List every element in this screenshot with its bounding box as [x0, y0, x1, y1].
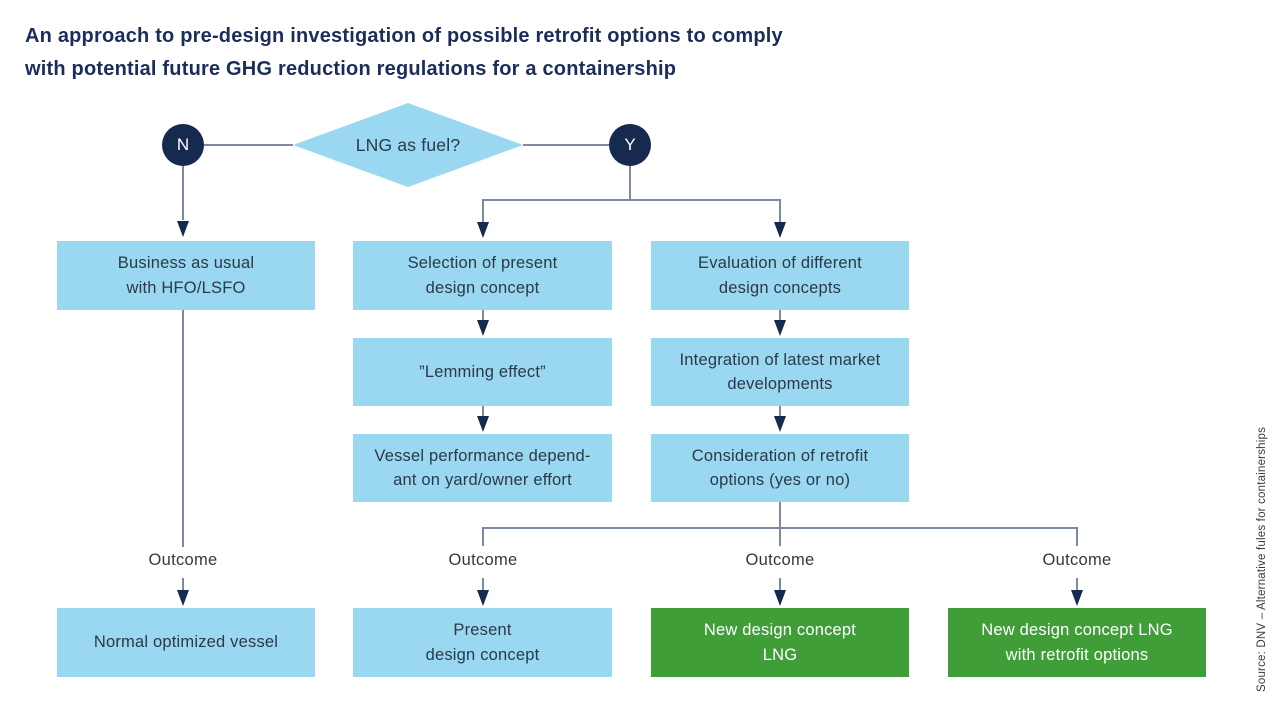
box-business-as-usual: Business as usual with HFO/LSFO	[57, 241, 315, 310]
no-node: N	[162, 124, 204, 166]
decision-question: LNG as fuel?	[355, 134, 461, 155]
decision-diamond: LNG as fuel?	[293, 103, 523, 187]
connector-line	[779, 502, 781, 546]
box-integration-market: Integration of latest market development…	[651, 338, 909, 406]
box-lemming-effect: ”Lemming effect”	[353, 338, 612, 406]
connector-line	[482, 199, 484, 222]
connector-line	[204, 144, 293, 146]
box-evaluation-design-concepts: Evaluation of different design concepts	[651, 241, 909, 310]
connector-line	[779, 578, 781, 590]
connector-line	[182, 310, 184, 547]
arrow-down-icon	[774, 320, 786, 336]
title-line-2: with potential future GHG reduction regu…	[25, 58, 677, 80]
connector-line	[482, 310, 484, 320]
connector-line	[182, 578, 184, 590]
box-outcome-new-design-lng-retrofit: New design concept LNG with retrofit opt…	[948, 608, 1206, 677]
connector-line	[1076, 527, 1078, 546]
arrow-down-icon	[477, 320, 489, 336]
connector-line	[482, 578, 484, 590]
connector-line	[182, 166, 184, 220]
connector-line	[483, 527, 1078, 529]
box-vessel-performance: Vessel performance depend- ant on yard/o…	[353, 434, 612, 502]
connector-line	[629, 166, 631, 200]
source-note: Source: DNV – Alternative fules for cont…	[1256, 426, 1268, 692]
arrow-down-icon	[1071, 590, 1083, 606]
box-outcome-present-design-concept: Present design concept	[353, 608, 612, 677]
arrow-down-icon	[177, 221, 189, 237]
arrow-down-icon	[477, 222, 489, 238]
arrow-down-icon	[774, 222, 786, 238]
connector-line	[779, 310, 781, 320]
connector-line	[1076, 578, 1078, 590]
connector-line	[779, 199, 781, 222]
yes-node: Y	[609, 124, 651, 166]
box-selection-present-design: Selection of present design concept	[353, 241, 612, 310]
diamond-shape-icon	[293, 103, 523, 187]
outcome-label: Outcome	[148, 551, 218, 569]
connector-line	[482, 406, 484, 416]
box-consideration-retrofit: Consideration of retrofit options (yes o…	[651, 434, 909, 502]
title-line-1: An approach to pre-design investigation …	[25, 25, 783, 47]
outcome-label: Outcome	[745, 551, 815, 569]
arrow-down-icon	[477, 416, 489, 432]
arrow-down-icon	[774, 590, 786, 606]
arrow-down-icon	[477, 590, 489, 606]
page-title: An approach to pre-design investigation …	[25, 20, 783, 86]
box-outcome-normal-optimized-vessel: Normal optimized vessel	[57, 608, 315, 677]
connector-line	[523, 144, 609, 146]
outcome-label: Outcome	[1042, 551, 1112, 569]
arrow-down-icon	[774, 416, 786, 432]
arrow-down-icon	[177, 590, 189, 606]
outcome-label: Outcome	[448, 551, 518, 569]
connector-line	[483, 199, 780, 201]
connector-line	[482, 527, 484, 546]
box-outcome-new-design-lng: New design concept LNG	[651, 608, 909, 677]
connector-line	[779, 406, 781, 416]
